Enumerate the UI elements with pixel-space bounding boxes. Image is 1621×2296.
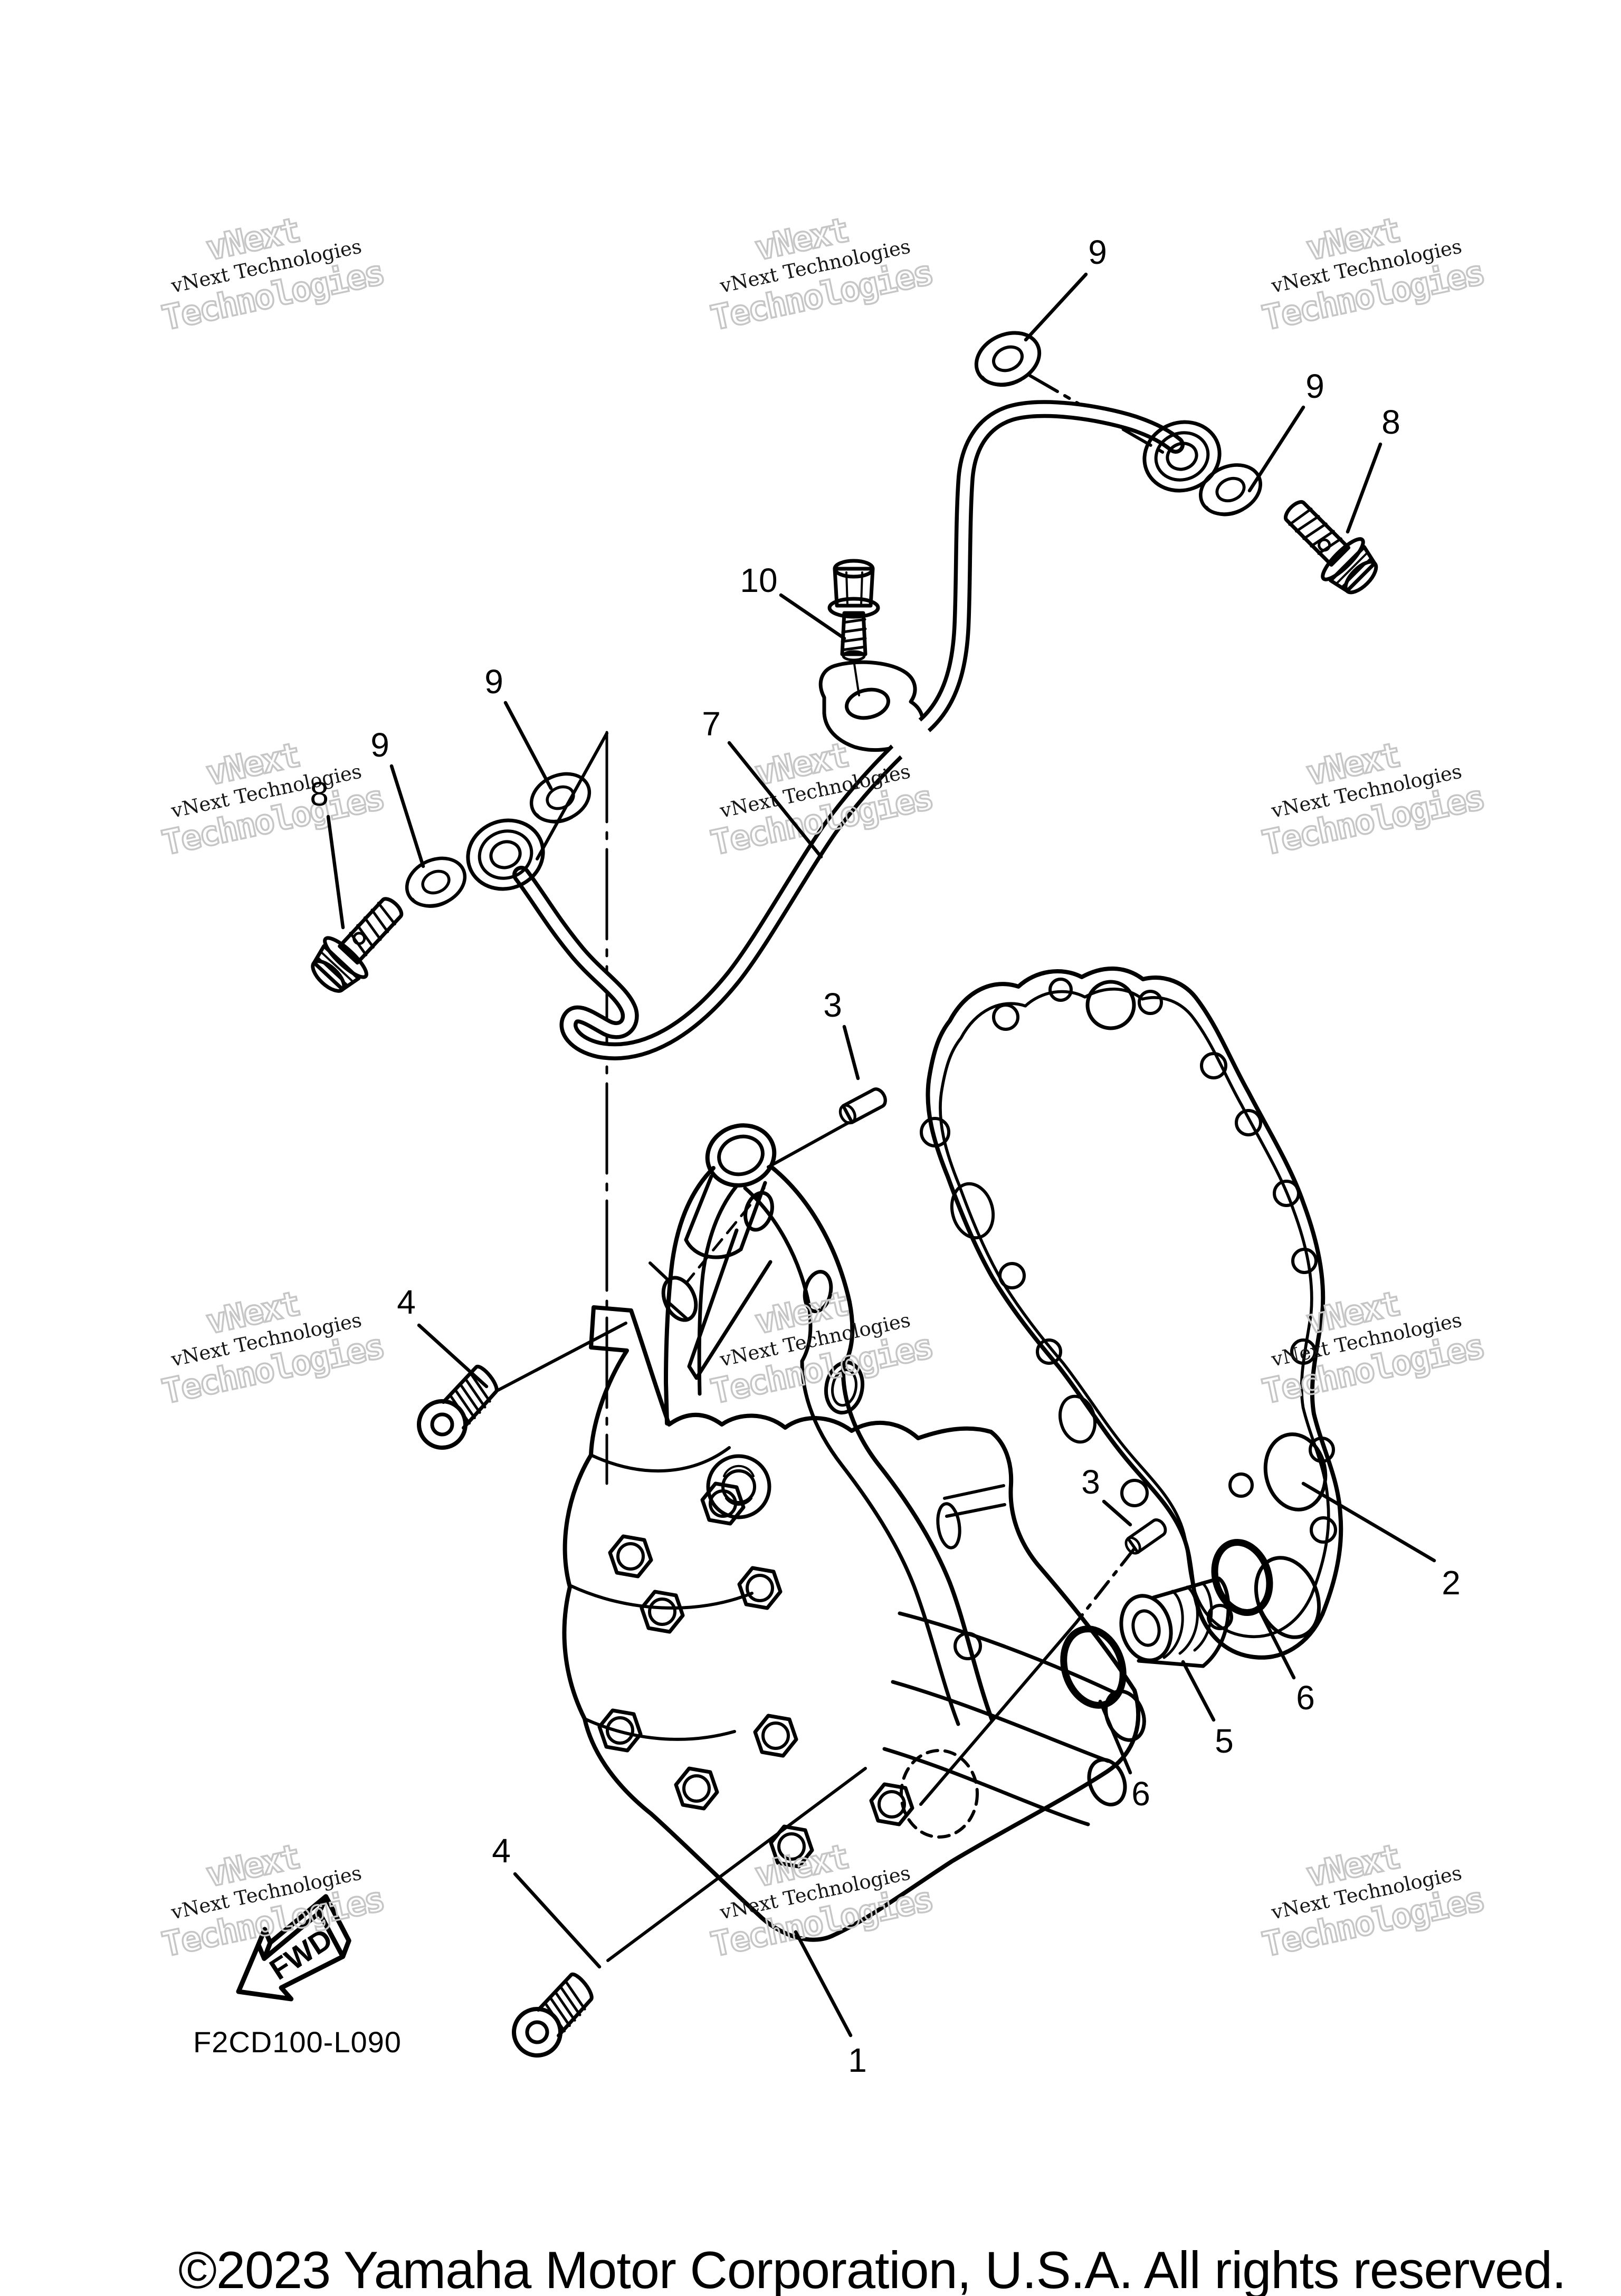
callout-leader — [1098, 1699, 1132, 1775]
callout-leader — [1247, 405, 1305, 493]
valve-piston — [1119, 1576, 1231, 1668]
callout-label: 7 — [702, 705, 721, 743]
callout-leader — [779, 593, 846, 640]
callout-label: 5 — [1215, 1722, 1234, 1760]
callout-label: 3 — [1081, 1463, 1100, 1501]
callout-leader — [794, 1930, 853, 2037]
callout-label: 9 — [1088, 233, 1107, 271]
pin-3b-axis-line — [919, 1547, 1136, 1806]
flange-bolt-10 — [827, 559, 880, 696]
callout-leader — [503, 701, 553, 790]
pipe-bracket-tab — [818, 660, 925, 752]
dowel-pin-upper — [767, 1087, 888, 1169]
diagram-part-code: F2CD100-L090 — [193, 2025, 402, 2059]
callout-label: 9 — [1305, 367, 1324, 405]
o-ring-lower — [1060, 1625, 1127, 1709]
callout-leader — [1181, 1660, 1216, 1722]
cap-screws — [409, 1322, 867, 2065]
callout-label: 6 — [1131, 1775, 1150, 1813]
washer-9c — [524, 765, 597, 831]
callout-label: 1 — [848, 2041, 867, 2079]
oil-pipe-assembly — [302, 323, 1387, 1060]
gasket-part — [920, 967, 1343, 1660]
callout-label: 10 — [740, 561, 777, 599]
callout-label: 9 — [484, 663, 503, 701]
union-bolt-right — [1272, 488, 1387, 603]
oil-pump-assembly — [562, 1305, 1146, 1942]
callout-leader — [417, 1323, 489, 1389]
copyright-notice: ©2023 Yamaha Motor Corporation, U.S.A. A… — [178, 2241, 1567, 2296]
union-bolt-left — [302, 885, 416, 1001]
pipe-centerline — [536, 731, 608, 1485]
threaded-boss — [706, 1454, 771, 1519]
callout-leader — [1102, 1499, 1132, 1527]
callout-leader — [1024, 272, 1088, 342]
callout-layer: 1 2 3 3 4 4 5 6 6 7 8 8 9 9 9 9 10 — [310, 233, 1461, 2079]
callout-label: 3 — [823, 986, 842, 1024]
washer-9a — [968, 323, 1048, 395]
callout-leader — [1346, 442, 1382, 534]
relief-valve-parts — [1060, 1539, 1273, 1709]
pipe-clamp — [889, 718, 952, 783]
callout-leader — [1257, 1607, 1296, 1680]
o-ring-upper — [1211, 1539, 1273, 1616]
callout-label: 8 — [310, 775, 329, 813]
callout-leader — [389, 764, 425, 868]
pump-top-bracket — [649, 1123, 1006, 1726]
callout-label: 9 — [370, 726, 389, 764]
callout-leader — [326, 815, 345, 930]
callout-label: 2 — [1442, 1564, 1461, 1602]
callout-leader — [1301, 1481, 1436, 1563]
callout-label: 6 — [1296, 1679, 1315, 1717]
cap-screw-upper — [409, 1364, 510, 1457]
callout-label: 4 — [397, 1283, 416, 1321]
callout-leader — [727, 741, 823, 859]
callout-label: 4 — [492, 1832, 511, 1870]
callout-leader — [513, 1872, 602, 1969]
washer-9d — [399, 849, 473, 915]
callout-label: 8 — [1381, 403, 1400, 441]
cap-screw-lower — [504, 1972, 605, 2065]
callout-leader — [842, 1025, 860, 1080]
